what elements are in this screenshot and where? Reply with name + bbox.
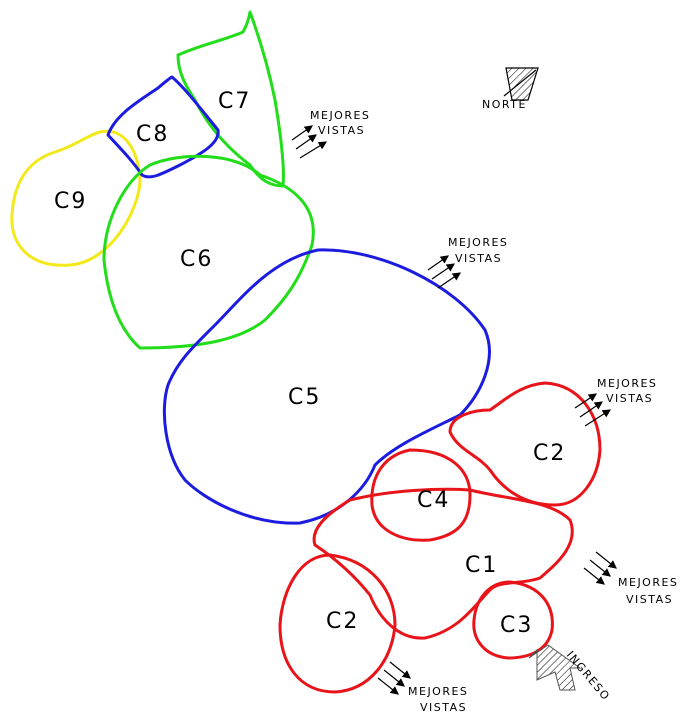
- best-views-note-3: MEJORES VISTAS: [574, 377, 657, 427]
- zone-c8-label: C8: [136, 122, 169, 147]
- zone-c1-label: C1: [465, 553, 498, 578]
- zone-c4-label: C4: [417, 488, 450, 513]
- zone-c3-outline: [472, 580, 554, 660]
- best-views-line1: MEJORES: [408, 685, 468, 698]
- north-indicator: NORTE: [482, 67, 539, 111]
- zone-c2b-outline: [278, 553, 397, 694]
- zone-c3-label: C3: [500, 613, 533, 638]
- zone-c7-outline: [176, 10, 285, 188]
- best-views-line2: VISTAS: [318, 124, 365, 137]
- zone-c5-outline: [162, 248, 491, 525]
- best-views-line2: VISTAS: [606, 392, 653, 405]
- zone-c2b-label: C2: [326, 609, 359, 634]
- zone-c2a-outline: [448, 381, 602, 507]
- view-arrows-icon: [291, 125, 328, 159]
- view-arrows-icon: [583, 551, 617, 585]
- best-views-line2: VISTAS: [626, 593, 673, 606]
- zone-c9-label: C9: [54, 189, 87, 214]
- view-arrows-icon: [427, 255, 461, 289]
- zone-c6-outline: [102, 154, 315, 350]
- best-views-note-1: MEJORES VISTAS: [291, 109, 370, 159]
- zone-c2a-label: C2: [533, 441, 566, 466]
- zone-c9-outline: [10, 129, 142, 267]
- best-views-line1: MEJORES: [597, 377, 657, 390]
- entrance-indicator: INGRESO: [528, 644, 613, 703]
- north-label: NORTE: [482, 98, 527, 111]
- best-views-note-2: MEJORES VISTAS: [427, 236, 508, 289]
- best-views-note-4: MEJORES VISTAS: [583, 551, 678, 606]
- view-arrows-icon: [574, 393, 612, 427]
- zone-c4-outline: [370, 448, 472, 542]
- best-views-line2: VISTAS: [420, 701, 467, 714]
- best-views-line1: MEJORES: [448, 236, 508, 249]
- entrance-arrow-icon: [528, 644, 582, 691]
- view-arrows-icon: [377, 661, 411, 695]
- best-views-line1: MEJORES: [310, 109, 370, 122]
- best-views-line1: MEJORES: [618, 576, 678, 589]
- best-views-line2: VISTAS: [455, 252, 502, 265]
- zone-c5-label: C5: [288, 385, 321, 410]
- best-views-note-5: MEJORES VISTAS: [377, 661, 468, 714]
- zone-c7-label: C7: [218, 89, 251, 114]
- north-arrow-icon: [505, 67, 539, 101]
- zone-c6-label: C6: [180, 247, 213, 272]
- zone-c8-outline: [106, 75, 220, 179]
